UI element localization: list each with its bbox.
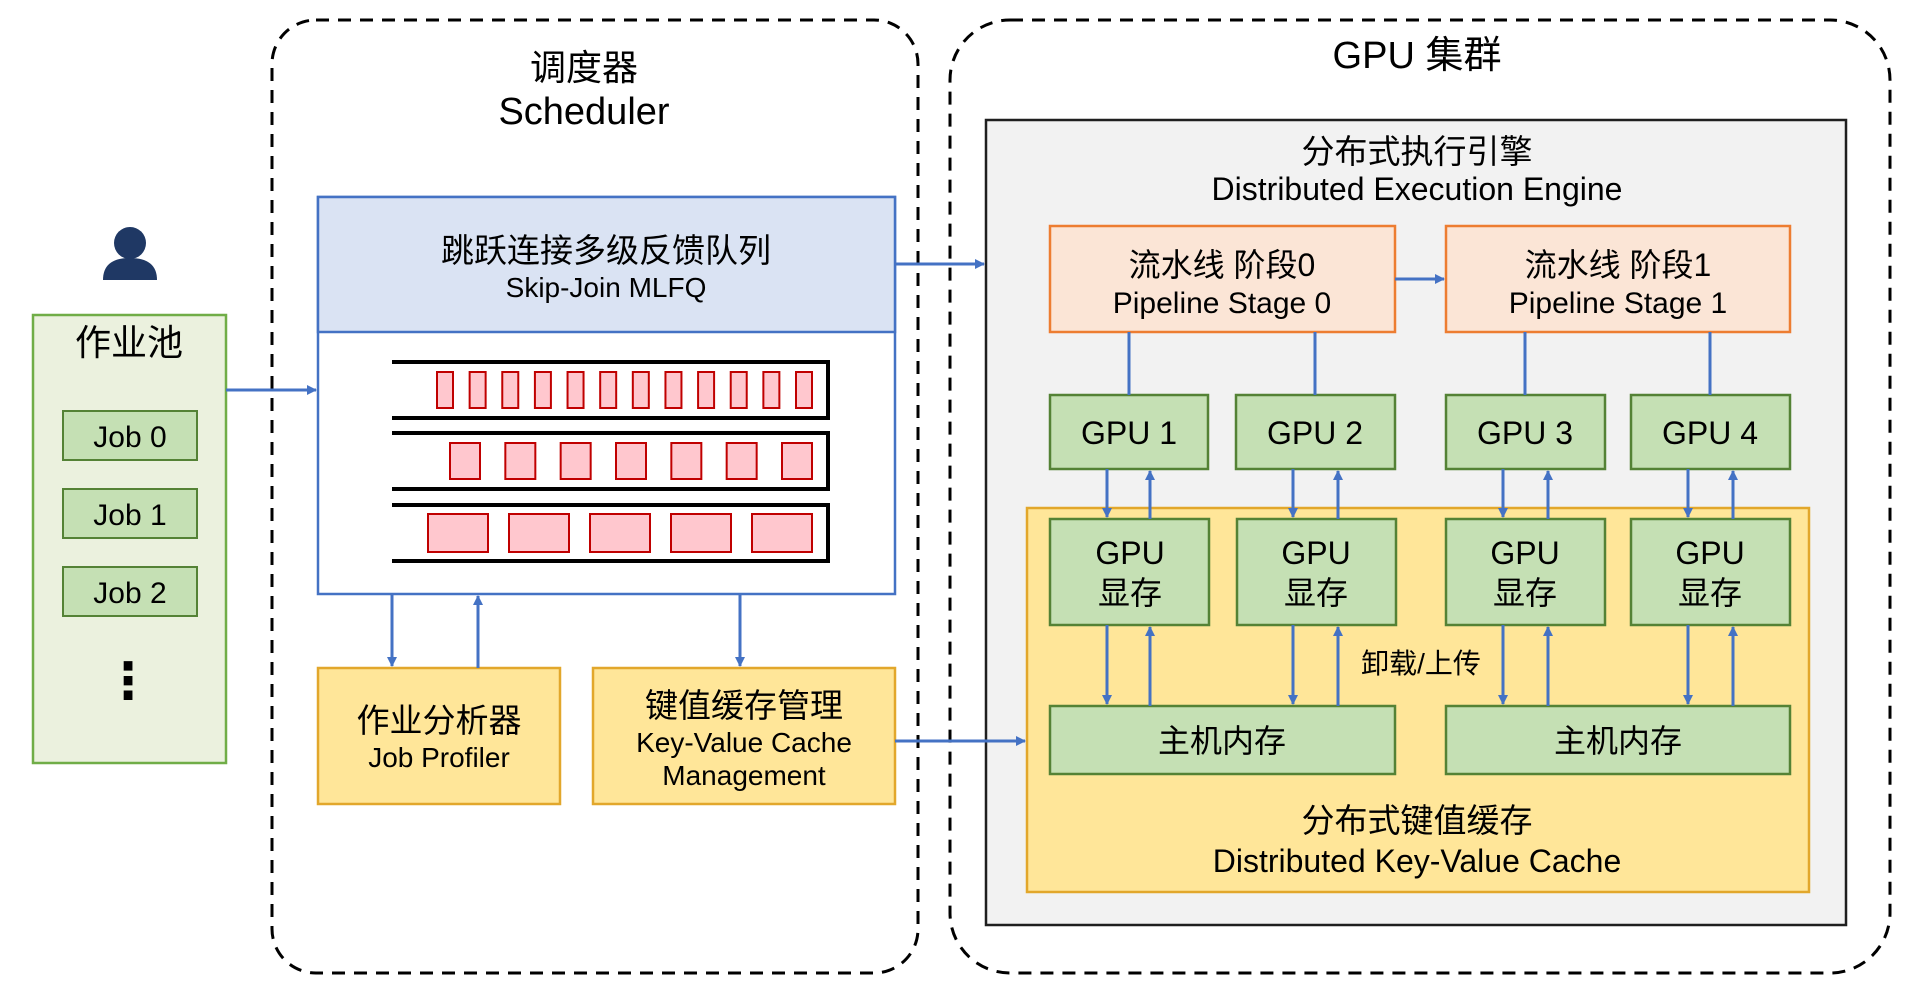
offload-upload-label: 卸载/上传 bbox=[1361, 648, 1481, 679]
svg-text:GPU: GPU bbox=[1490, 535, 1559, 571]
svg-text:GPU: GPU bbox=[1675, 535, 1744, 571]
job-profiler-title-en: Job Profiler bbox=[368, 742, 510, 773]
gpu-3-box[interactable]: GPU 3 bbox=[1444, 393, 1607, 471]
engine-title-en: Distributed Execution Engine bbox=[1212, 171, 1623, 207]
job-label: Job 0 bbox=[93, 421, 166, 454]
mlfq-header bbox=[316, 195, 897, 334]
svg-text:显存: 显存 bbox=[1284, 575, 1348, 611]
kv-cache-title-en: Distributed Key-Value Cache bbox=[1213, 843, 1622, 879]
gpu-label: GPU 3 bbox=[1477, 415, 1573, 451]
queue-job-item bbox=[427, 513, 489, 553]
svg-text:主机内存: 主机内存 bbox=[1158, 723, 1286, 759]
svg-text:显存: 显存 bbox=[1098, 575, 1162, 611]
queue-job-item bbox=[504, 442, 537, 480]
gpu-memory-3[interactable]: GPU 显存 bbox=[1444, 517, 1607, 627]
gpu-memory-4[interactable]: GPU 显存 bbox=[1629, 517, 1792, 627]
queue-job-item bbox=[436, 371, 454, 409]
gpu-memory-2[interactable]: GPU 显存 bbox=[1235, 517, 1398, 627]
queue-job-item bbox=[508, 513, 570, 553]
gpu-2-box[interactable]: GPU 2 bbox=[1234, 393, 1397, 471]
queue-job-item bbox=[533, 371, 552, 409]
scheduler-title-cn: 调度器 bbox=[530, 47, 638, 88]
engine-title-cn: 分布式执行引擎 bbox=[1302, 133, 1533, 170]
kv-cache-title-cn: 分布式键值缓存 bbox=[1302, 802, 1533, 839]
pipeline-stage-0[interactable]: 流水线 阶段0 Pipeline Stage 0 bbox=[1048, 224, 1397, 334]
queue-job-item bbox=[697, 371, 716, 409]
kv-management-title-en-2: Management bbox=[662, 760, 826, 791]
queue-job-item bbox=[631, 371, 650, 409]
stage-title-en: Pipeline Stage 1 bbox=[1509, 287, 1728, 320]
gpu-label: GPU 4 bbox=[1662, 415, 1758, 451]
queue-job-item bbox=[615, 442, 647, 480]
queue-job-item bbox=[468, 371, 487, 409]
queue-job-item bbox=[501, 371, 520, 409]
queue-job-item bbox=[795, 371, 813, 409]
queue-job-item bbox=[449, 442, 481, 480]
job-item[interactable]: Job 2 bbox=[62, 566, 198, 617]
svg-text:主机内存: 主机内存 bbox=[1554, 723, 1682, 759]
kv-cache-management-box[interactable]: 键值缓存管理 Key-Value Cache Management bbox=[591, 666, 897, 806]
queue-job-item bbox=[559, 442, 592, 480]
user-icon bbox=[103, 227, 157, 280]
mlfq-title-en: Skip-Join MLFQ bbox=[506, 272, 707, 303]
kv-management-title-cn: 键值缓存管理 bbox=[645, 687, 843, 724]
more-jobs-ellipsis: ⋮ bbox=[103, 653, 153, 709]
queue-job-item bbox=[664, 371, 683, 409]
mlfq-title-cn: 跳跃连接多级反馈队列 bbox=[441, 232, 771, 269]
mlfq-queues bbox=[392, 360, 830, 563]
job-item[interactable]: Job 0 bbox=[62, 410, 198, 461]
gpu-memory-1[interactable]: GPU 显存 bbox=[1048, 517, 1211, 627]
scheduler-region bbox=[270, 18, 920, 975]
kv-management-title-en-1: Key-Value Cache bbox=[636, 727, 852, 758]
job-pool-title: 作业池 bbox=[75, 322, 183, 363]
gpu-label: GPU 1 bbox=[1081, 415, 1177, 451]
queue-job-item bbox=[670, 442, 703, 480]
job-profiler-box[interactable]: 作业分析器 Job Profiler bbox=[316, 666, 562, 806]
host-memory-1[interactable]: 主机内存 bbox=[1048, 704, 1397, 776]
svg-text:GPU: GPU bbox=[1095, 535, 1164, 571]
queue-job-item bbox=[566, 371, 585, 409]
gpu-1-box[interactable]: GPU 1 bbox=[1048, 393, 1210, 471]
svg-text:显存: 显存 bbox=[1493, 575, 1557, 611]
queue-job-item bbox=[751, 513, 813, 553]
scheduler-title-en: Scheduler bbox=[498, 91, 669, 133]
job-label: Job 1 bbox=[93, 499, 166, 532]
pipeline-stage-1[interactable]: 流水线 阶段1 Pipeline Stage 1 bbox=[1444, 224, 1792, 334]
stage-title-en: Pipeline Stage 0 bbox=[1113, 287, 1332, 320]
queue-job-item bbox=[725, 442, 758, 480]
host-memory-2[interactable]: 主机内存 bbox=[1444, 704, 1792, 776]
queue-job-item bbox=[670, 513, 732, 553]
gpu-4-box[interactable]: GPU 4 bbox=[1629, 393, 1792, 471]
queue-job-item bbox=[729, 371, 748, 409]
job-profiler-title-cn: 作业分析器 bbox=[357, 702, 522, 739]
queue-level-1 bbox=[392, 431, 830, 491]
queue-job-item bbox=[599, 371, 618, 409]
job-label: Job 2 bbox=[93, 577, 166, 610]
svg-text:显存: 显存 bbox=[1678, 575, 1742, 611]
stage-title-cn: 流水线 阶段1 bbox=[1525, 247, 1712, 283]
gpu-cluster-title: GPU 集群 bbox=[1333, 35, 1502, 77]
gpu-cluster-region bbox=[948, 18, 1892, 975]
queue-job-item bbox=[762, 371, 781, 409]
job-item[interactable]: Job 1 bbox=[62, 488, 198, 539]
queue-level-2 bbox=[392, 503, 830, 563]
stage-title-cn: 流水线 阶段0 bbox=[1129, 247, 1316, 283]
svg-text:GPU: GPU bbox=[1281, 535, 1350, 571]
queue-job-item bbox=[589, 513, 651, 553]
queue-job-item bbox=[781, 442, 813, 480]
gpu-label: GPU 2 bbox=[1267, 415, 1363, 451]
connectors bbox=[226, 259, 1738, 746]
queue-level-0 bbox=[392, 360, 830, 420]
